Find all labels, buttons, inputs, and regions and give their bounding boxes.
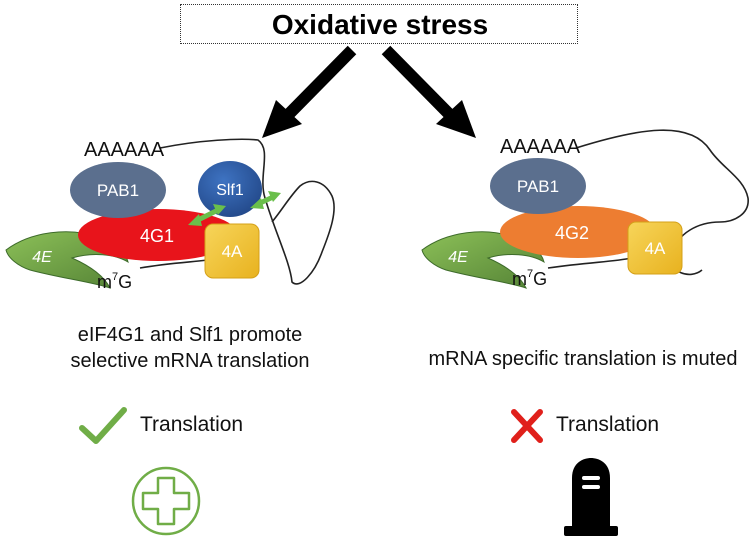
cap-left: m7G <box>97 271 132 292</box>
eif4g2-label: 4G2 <box>555 223 589 243</box>
eif4a-right-label: 4A <box>645 239 666 258</box>
interaction-arrow-4g1-slf1 <box>188 204 226 226</box>
right-outcome-label: Translation <box>556 413 660 436</box>
pab1-left-label: PAB1 <box>97 181 139 200</box>
interaction-arrow-slf1-mrna <box>250 191 281 209</box>
left-caption: eIF4G1 and Slf1 promote selective mRNA t… <box>40 322 340 374</box>
health-plus-icon <box>131 466 201 536</box>
right-panel: AAAAAA PAB1 4G2 4A 4E m7G <box>421 129 749 289</box>
polya-left: AAAAAA <box>84 139 165 161</box>
eif4a-left <box>204 223 260 279</box>
eif4a-left-label: 4A <box>222 242 243 261</box>
pab1-right-label: PAB1 <box>517 177 559 196</box>
left-outcome-label: Translation <box>140 413 244 436</box>
eif4e-right-label: 4E <box>448 249 468 266</box>
eif4g1-label: 4G1 <box>140 226 174 246</box>
left-caption-line2: selective mRNA translation <box>70 350 310 372</box>
cross-icon <box>511 409 543 443</box>
left-caption-line1: eIF4G1 and Slf1 promote <box>77 324 303 346</box>
left-panel: AAAAAA PAB1 Slf1 4G1 4A 4E m7G <box>5 138 335 292</box>
check-icon <box>79 407 127 444</box>
slf1-label: Slf1 <box>216 182 244 199</box>
tombstone-icon <box>564 458 618 536</box>
slf1 <box>198 161 262 217</box>
arrow-right <box>381 45 476 138</box>
right-caption: mRNA specific translation is muted <box>428 348 738 370</box>
eif4g2 <box>500 206 656 258</box>
polya-right: AAAAAA <box>500 136 581 158</box>
eif4a-right <box>627 221 683 275</box>
pab1-left <box>70 162 166 218</box>
arrow-left <box>262 45 357 138</box>
title-box: Oxidative stress <box>180 4 578 44</box>
pab1-right <box>490 158 586 214</box>
title: Oxidative stress <box>271 9 489 40</box>
cap-right: m7G <box>512 268 547 289</box>
eif4e-left-label: 4E <box>32 249 52 266</box>
